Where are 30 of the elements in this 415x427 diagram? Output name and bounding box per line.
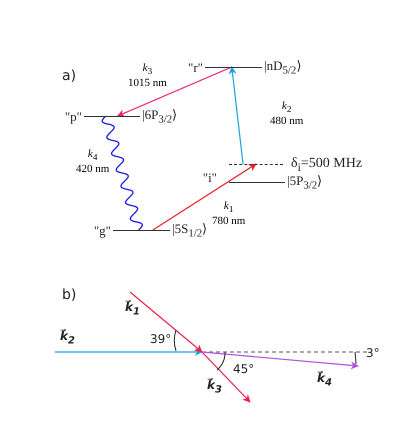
vector-label: k⃗$_{4}$ — [317, 371, 332, 388]
energy-level — [188, 58, 302, 77]
state-ket: |5P$_{3/2}$⟩ — [287, 173, 322, 192]
edge-label: k$_{2}$ 480 nm — [270, 100, 304, 128]
detuning-label: δ$_{i}$=500 MHz — [291, 156, 362, 174]
edge-label: k$_{4}$ 420 nm — [76, 148, 110, 176]
state-ket: |5S$_{1/2}$⟩ — [172, 221, 208, 240]
vector-label: k⃗$_{1}$ — [125, 300, 140, 318]
edge-label: k$_{3}$ 1015 nm — [128, 62, 167, 90]
state-label: "p" — [64, 108, 82, 124]
state-label: "r" — [188, 60, 203, 76]
energy-level — [202, 173, 322, 192]
edge-label: k$_{1}$ 780 nm — [212, 200, 246, 228]
state-ket: |6P$_{3/2}$⟩ — [142, 107, 178, 126]
state-ket: |nD$_{5/2}$⟩ — [264, 58, 302, 77]
angle-label: 39° — [150, 332, 172, 346]
energy-level — [64, 107, 178, 126]
panel-label: a) — [62, 68, 76, 84]
panel-label: b) — [62, 287, 76, 303]
vector-label: k⃗$_{3}$ — [207, 378, 222, 396]
state-label: "g" — [94, 222, 111, 238]
arrow — [152, 164, 257, 230]
arrow — [116, 66, 232, 117]
arrow — [228, 66, 244, 164]
vector-label: k⃗$_{2}$ — [60, 329, 75, 346]
state-label: "i" — [202, 170, 217, 186]
angle-label: 3° — [366, 346, 380, 360]
energy-level — [229, 156, 362, 174]
angle-label: 45° — [233, 362, 254, 376]
energy-level — [94, 221, 208, 240]
